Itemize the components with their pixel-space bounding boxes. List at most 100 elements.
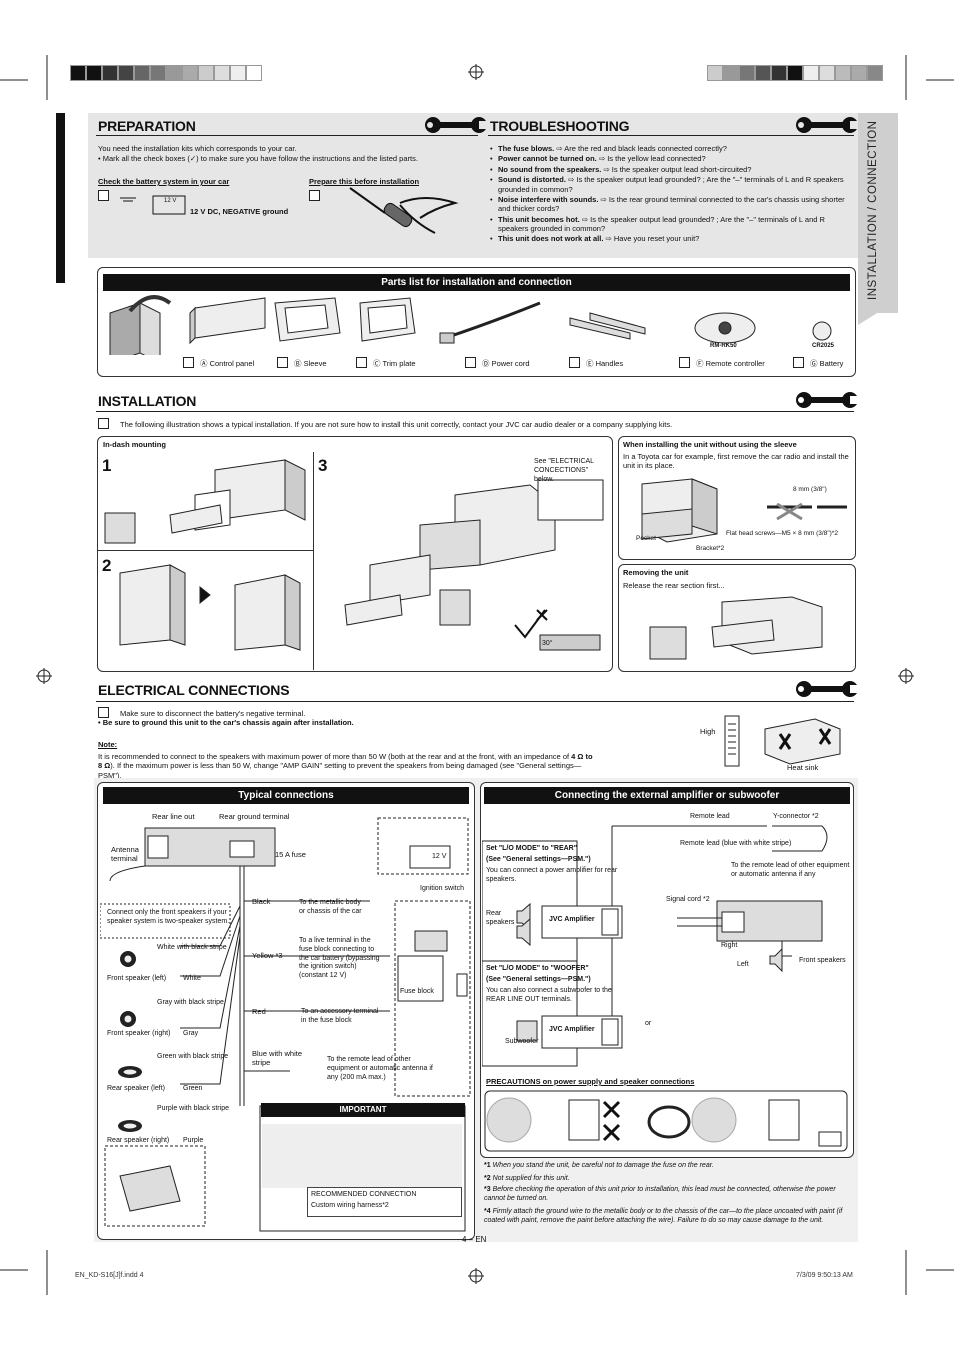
- remote-lead-blue-label: Remote lead (blue with white stripe): [680, 840, 792, 847]
- battery-checkbox[interactable]: [98, 190, 109, 201]
- see-gs-rear: (See "General settings—PSM."): [486, 856, 591, 863]
- trouble-item: The fuse blows. ⇨ Are the red and black …: [490, 144, 854, 154]
- step-1: 1: [102, 456, 112, 475]
- blue-wire-desc: To the remote lead of other equipment or…: [327, 1056, 433, 1081]
- angle-label: 30°: [542, 640, 553, 647]
- wrench-icon: [796, 392, 858, 408]
- trouble-question: Sound is distorted.: [498, 175, 566, 185]
- recommended-label: RECOMMENDED CONNECTION: [311, 1191, 417, 1198]
- removing-title: Removing the unit: [623, 568, 689, 577]
- color-swatch: [819, 65, 835, 81]
- color-bar-left: [70, 65, 262, 81]
- color-swatch: [246, 65, 262, 81]
- color-swatch: [102, 65, 118, 81]
- external-amp-title: Connecting the external amplifier or sub…: [484, 787, 850, 804]
- front-left-label: Front speaker (left): [107, 975, 167, 982]
- rear-left-label: Rear speaker (left): [107, 1085, 165, 1092]
- step-divider: [98, 550, 313, 551]
- white-label: White: [183, 975, 201, 982]
- see-gs-woofer: (See "General settings—PSM."): [486, 976, 591, 983]
- part-checkbox[interactable]: [569, 357, 580, 368]
- without-sleeve-text: In a Toyota car for example, first remov…: [623, 452, 849, 471]
- color-swatch: [867, 65, 883, 81]
- trouble-answer: ⇨ Are the red and black leads connected …: [554, 144, 727, 153]
- color-swatch: [835, 65, 851, 81]
- color-swatch: [851, 65, 867, 81]
- black-wire-desc: To the metallic body or chassis of the c…: [299, 899, 362, 915]
- signal-cord-label: Signal cord *2: [666, 896, 710, 903]
- page-edge-bar: [56, 113, 65, 283]
- trouble-answer: ⇨ Have you reset your unit?: [603, 234, 700, 244]
- part-checkbox[interactable]: [465, 357, 476, 368]
- color-swatch: [182, 65, 198, 81]
- subwoofer-label: Subwoofer: [505, 1038, 539, 1045]
- removing-text: Release the rear section first...: [623, 581, 725, 590]
- installation-checkbox[interactable]: [98, 418, 109, 429]
- custom-harness-label: Custom wiring harness*2: [311, 1202, 389, 1209]
- trouble-item: Sound is distorted. ⇨ Is the speaker out…: [490, 175, 854, 194]
- rear-line-out-label: Rear line out: [152, 812, 195, 821]
- preparation-rule: [96, 135, 478, 136]
- red-wire-label: Red: [252, 1007, 266, 1016]
- part-checkbox[interactable]: [356, 357, 367, 368]
- trouble-item: This unit does not work at all. ⇨ Have y…: [490, 234, 854, 244]
- battery-12v-label: 12 V: [432, 853, 447, 860]
- prepare-label: Prepare this before installation: [309, 177, 420, 186]
- front-right-label: Front speaker (right): [107, 1030, 171, 1037]
- part-checkbox[interactable]: [277, 357, 288, 368]
- footer-filename: EN_KD-S16[J]f.indd 4: [75, 1272, 144, 1279]
- heat-sink-label: Heat sink: [787, 763, 819, 772]
- ground-bullet: • Be sure to ground this unit to the car…: [98, 718, 354, 727]
- in-dash-title: In-dash mounting: [103, 440, 166, 449]
- color-swatch: [198, 65, 214, 81]
- note-text: It is recommended to connect to the spea…: [98, 752, 598, 780]
- fuse-15a-label: 15 A fuse: [275, 850, 306, 859]
- footnote: *4 Firmly attach the ground wire to the …: [484, 1208, 854, 1226]
- color-swatch: [70, 65, 86, 81]
- part-label: Ⓔ Handles: [586, 359, 624, 368]
- yellow-wire-desc: To a live terminal in the fuse block con…: [299, 937, 380, 979]
- color-swatch: [230, 65, 246, 81]
- color-swatch: [150, 65, 166, 81]
- trouble-answer: ⇨ Is the speaker output lead grounded? ;…: [498, 175, 844, 194]
- y-connector-label: Y-connector *2: [773, 813, 819, 820]
- trouble-question: The fuse blows.: [498, 144, 555, 153]
- see-electrical-note: See "ELECTRICAL CONCECTIONS" below.: [534, 458, 594, 483]
- to-remote-label: To the remote lead of other equipment or…: [731, 862, 850, 878]
- preparation-bullet: • Mark all the check boxes (✓) to make s…: [98, 154, 418, 163]
- note-impedance: 4 Ω to 8 Ω: [98, 752, 593, 771]
- footer-timestamp: 7/3/09 9:50:13 AM: [796, 1272, 853, 1279]
- electrical-title: ELECTRICAL CONNECTIONS: [98, 682, 290, 698]
- wrench-icon: [796, 117, 858, 133]
- trouble-item: Power cannot be turned on. ⇨ Is the yell…: [490, 154, 854, 164]
- step-3: 3: [318, 456, 328, 475]
- part-checkbox[interactable]: [183, 357, 194, 368]
- footnote-text: Firmly attach the ground wire to the met…: [484, 1208, 843, 1224]
- color-swatch: [739, 65, 755, 81]
- screw-size: 8 mm (3/8"): [793, 486, 827, 493]
- battery-model: CR2025: [812, 343, 835, 349]
- preparation-title: PREPARATION: [98, 118, 196, 134]
- part-label: Ⓓ Power cord: [482, 359, 530, 368]
- color-swatch: [771, 65, 787, 81]
- note-label: Note:: [98, 740, 118, 749]
- disconnect-checkbox[interactable]: [98, 707, 109, 718]
- lo-woofer-label: Set "L/O MODE" to "WOOFER": [486, 965, 589, 972]
- gray-label: Gray: [183, 1030, 199, 1037]
- tools-checkbox[interactable]: [309, 190, 320, 201]
- color-bar-right: [707, 65, 883, 81]
- trouble-item: No sound from the speakers. ⇨ Is the spe…: [490, 165, 854, 175]
- wrench-icon: [796, 681, 858, 697]
- removing-illustration: [649, 596, 823, 660]
- footnote: *2 Not supplied for this unit.: [484, 1175, 854, 1184]
- rear-amp-desc: You can connect a power amplifier for re…: [486, 867, 618, 883]
- parts-list-title: Parts list for installation and connecti…: [103, 274, 850, 291]
- part-checkbox[interactable]: [679, 357, 690, 368]
- jvc-amp-woofer: JVC Amplifier: [549, 1026, 595, 1033]
- part-checkbox[interactable]: [793, 357, 804, 368]
- rear-speakers-label: Rear speakers: [486, 910, 515, 926]
- right-label: Right: [721, 942, 738, 949]
- antenna-label: Antenna terminal: [111, 845, 139, 864]
- recommended-box: [307, 1187, 462, 1217]
- electrical-rule: [96, 701, 854, 702]
